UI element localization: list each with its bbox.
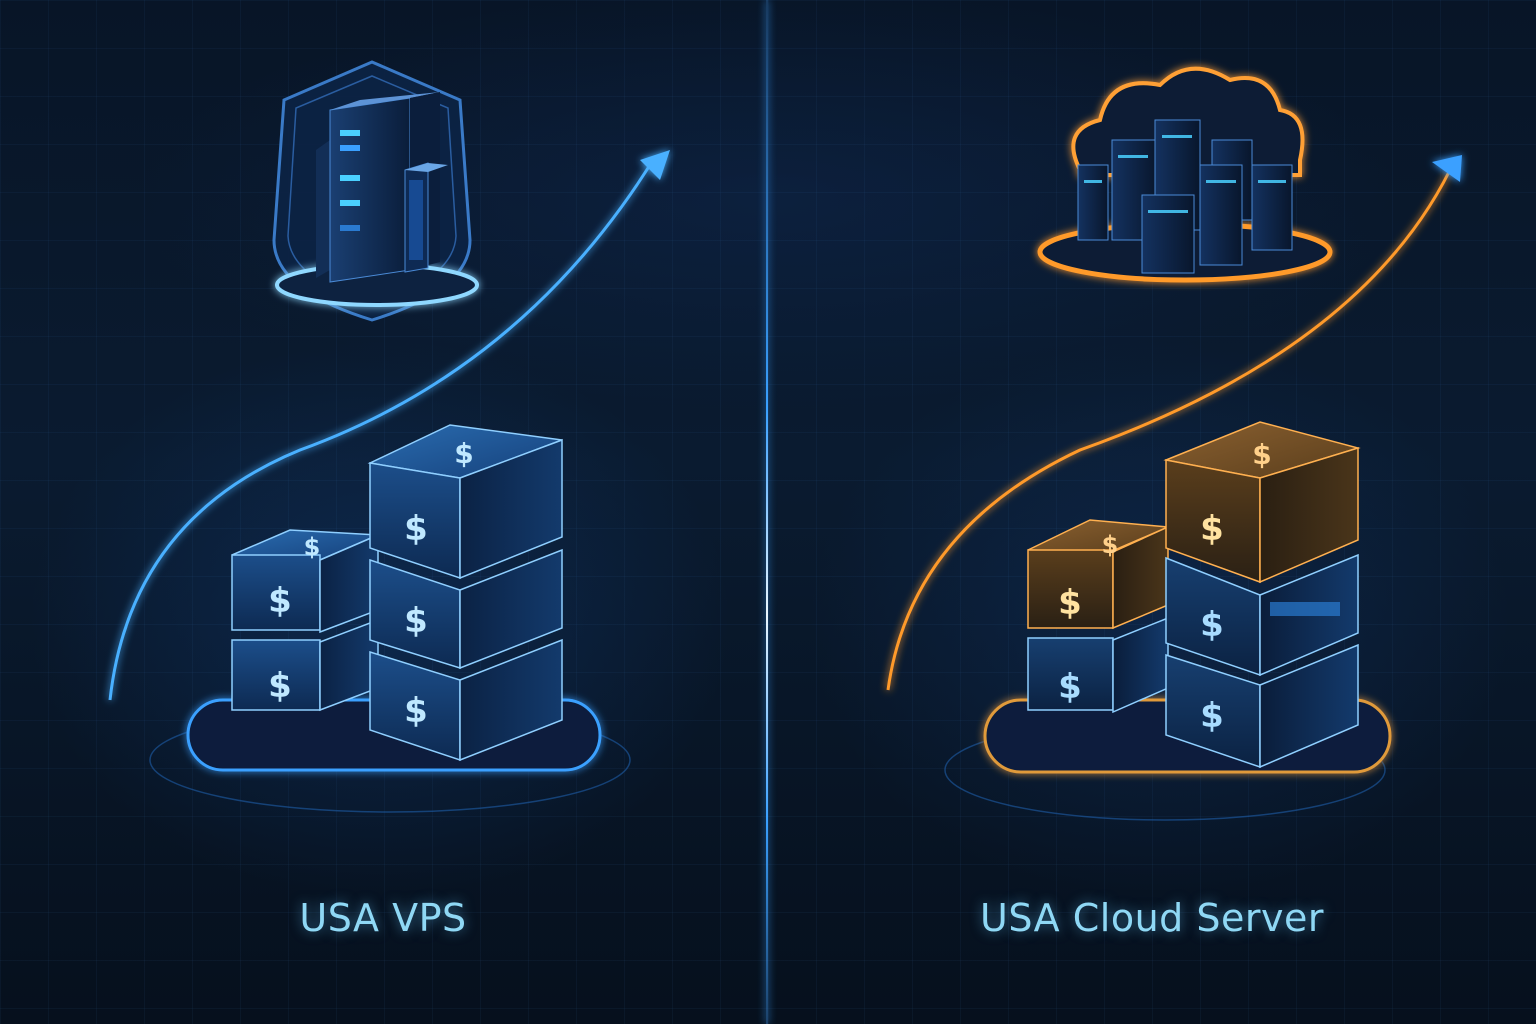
server-racks-icon	[1077, 119, 1293, 274]
svg-text:$: $	[404, 509, 428, 549]
growth-arrow-icon	[886, 155, 1462, 691]
svg-text:$: $	[1200, 696, 1224, 736]
svg-text:$: $	[268, 666, 292, 706]
panel-divider	[766, 0, 768, 1024]
dollar-icons: $ $ $ $ $ $ $	[268, 437, 474, 731]
price-block-stack-right	[367, 424, 563, 762]
svg-text:$: $	[1058, 583, 1082, 623]
price-block-stack-left	[1027, 519, 1169, 714]
svg-text:$: $	[404, 691, 428, 731]
panel-title: USA Cloud Server	[980, 896, 1324, 940]
panel-usa-cloud-server: $ $ $ $ $ $ $ USA Cloud Server	[768, 0, 1536, 1024]
svg-text:$: $	[1200, 509, 1224, 549]
dollar-icons: $ $ $ $ $ $ $	[1058, 438, 1272, 736]
svg-text:$: $	[304, 533, 321, 561]
price-block-stack-right	[1163, 421, 1361, 769]
growth-arrow-icon	[108, 150, 670, 701]
svg-text:$: $	[404, 601, 428, 641]
svg-text:$: $	[454, 437, 473, 470]
svg-text:$: $	[1200, 605, 1224, 645]
vps-illustration: $ $ $ $ $ $ $	[108, 60, 670, 813]
svg-text:$: $	[1252, 438, 1271, 471]
price-block-stack-left	[231, 529, 379, 712]
server-building-icon	[316, 92, 448, 283]
svg-text:$: $	[268, 581, 292, 621]
panel-title: USA VPS	[299, 896, 467, 940]
cloud-illustration: $ $ $ $ $ $ $	[886, 66, 1462, 821]
panel-usa-vps: $ $ $ $ $ $ $ USA VPS	[0, 0, 766, 1024]
svg-text:$: $	[1058, 667, 1082, 707]
svg-text:$: $	[1102, 531, 1119, 559]
